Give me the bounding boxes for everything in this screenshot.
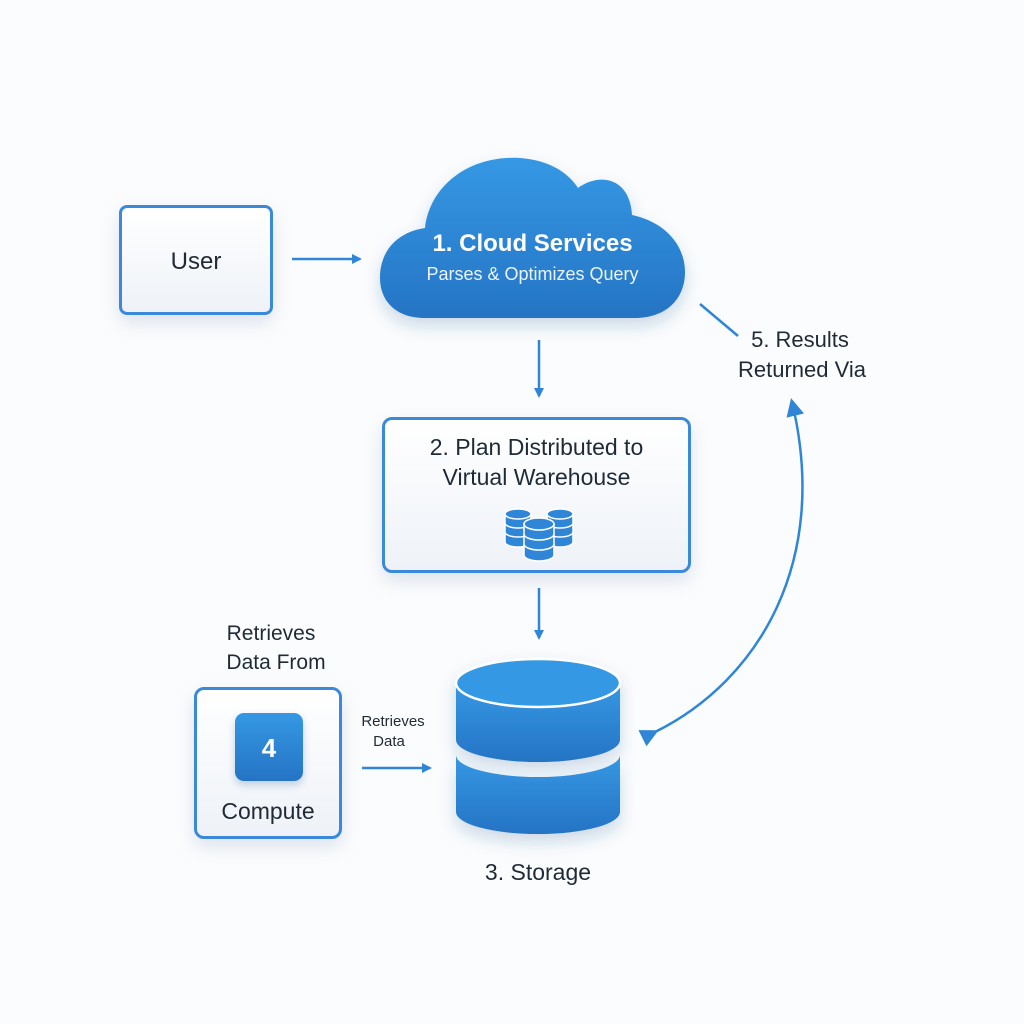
plan-label-line1: 2. Plan Distributed to	[429, 434, 644, 460]
plan-node[interactable]: 2. Plan Distributed to Virtual Warehouse	[382, 417, 691, 573]
database-cluster-icon	[504, 508, 574, 562]
results-label-line1: 5. Results	[751, 327, 849, 352]
compute-badge-number: 4	[261, 733, 277, 763]
retrieves-data-edge-label-line2: Data	[373, 733, 405, 750]
user-label: User	[170, 248, 222, 275]
compute-badge: 4	[235, 713, 303, 781]
plan-label-line2: Virtual Warehouse	[442, 464, 631, 490]
cloud-services-subtitle: Parses & Optimizes Query	[426, 264, 639, 284]
retrieves-data-edge-label-line1: Retrieves	[361, 713, 425, 730]
edge-storage-results-curve	[638, 398, 805, 747]
user-node[interactable]: User	[119, 205, 273, 315]
storage-label: 3. Storage	[484, 859, 592, 885]
cloud-services-title: 1. Cloud Services	[432, 230, 633, 257]
storage-database-icon[interactable]	[454, 657, 622, 834]
results-label-line2: Returned Via	[737, 357, 866, 382]
retrieves-from-annotation-line1: Retrieves	[226, 622, 316, 645]
cloud-services-shape[interactable]	[380, 157, 685, 318]
edge-cloud-to-results	[699, 303, 739, 337]
retrieves-from-annotation-line2: Data From	[226, 651, 326, 674]
compute-label: Compute	[221, 798, 315, 824]
compute-node[interactable]: 4 Compute	[194, 687, 342, 839]
